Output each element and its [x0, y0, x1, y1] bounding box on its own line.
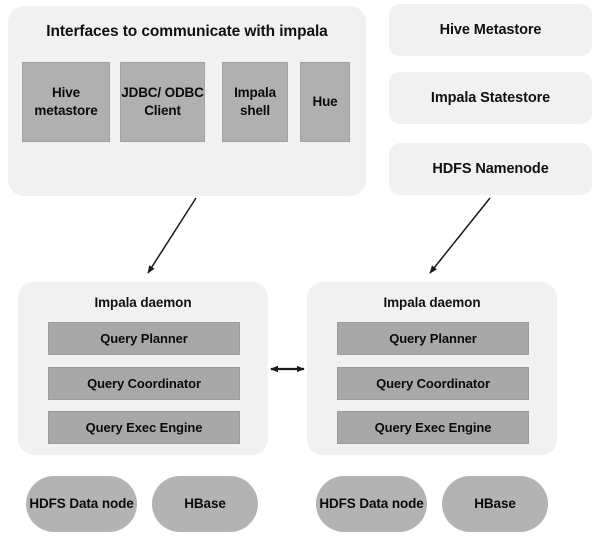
- daemon-right-query-coordinator[interactable]: Query Coordinator: [337, 367, 529, 400]
- service-box-hive-metastore[interactable]: Hive Metastore: [389, 4, 592, 56]
- daemon-component-label: Query Exec Engine: [85, 420, 203, 435]
- daemon-component-label: Query Coordinator: [376, 376, 490, 391]
- impala-daemon-title: Impala daemon: [383, 295, 481, 310]
- daemon-left-query-exec-engine[interactable]: Query Exec Engine: [48, 411, 240, 444]
- interface-box-label: Hive metastore: [34, 85, 98, 118]
- interface-box-hive-metastore[interactable]: Hive metastore: [22, 62, 110, 142]
- interface-box-label: Impala shell: [234, 85, 276, 118]
- daemon-component-label: Query Coordinator: [87, 376, 201, 391]
- interface-box-jdbc-odbc-client[interactable]: JDBC/ ODBC Client: [120, 62, 205, 142]
- daemon-component-label: Query Exec Engine: [374, 420, 492, 435]
- storage-node-label: HBase: [474, 496, 516, 512]
- storage-node-label: HBase: [184, 496, 226, 512]
- service-box-hdfs-namenode[interactable]: HDFS Namenode: [389, 143, 592, 195]
- daemon-component-label: Query Planner: [100, 331, 188, 346]
- impala-daemon-title: Impala daemon: [94, 295, 192, 310]
- daemon-right-query-planner[interactable]: Query Planner: [337, 322, 529, 355]
- interfaces-panel-title: Interfaces to communicate with impala: [46, 23, 328, 40]
- interface-box-impala-shell[interactable]: Impala shell: [222, 62, 288, 142]
- service-box-impala-statestore[interactable]: Impala Statestore: [389, 72, 592, 124]
- service-box-label: Impala Statestore: [430, 90, 551, 106]
- arrow-namenode-to-right-daemon: [429, 197, 491, 274]
- storage-node-label: HDFS Data node: [29, 496, 134, 512]
- storage-node-hbase-left[interactable]: HBase: [152, 476, 258, 532]
- storage-node-hdfs-data-node-right[interactable]: HDFS Data node: [316, 476, 427, 532]
- service-box-label: HDFS Namenode: [432, 161, 549, 177]
- interface-box-label: JDBC/ ODBC Client: [121, 85, 204, 118]
- interface-box-hue[interactable]: Hue: [300, 62, 350, 142]
- storage-node-hbase-right[interactable]: HBase: [442, 476, 548, 532]
- daemon-component-label: Query Planner: [389, 331, 477, 346]
- service-box-label: Hive Metastore: [439, 22, 542, 38]
- interface-box-label: Hue: [312, 94, 338, 110]
- daemon-left-query-planner[interactable]: Query Planner: [48, 322, 240, 355]
- daemon-left-query-coordinator[interactable]: Query Coordinator: [48, 367, 240, 400]
- daemon-right-query-exec-engine[interactable]: Query Exec Engine: [337, 411, 529, 444]
- storage-node-label: HDFS Data node: [319, 496, 424, 512]
- arrow-interfaces-to-left-daemon: [147, 197, 197, 274]
- storage-node-hdfs-data-node-left[interactable]: HDFS Data node: [26, 476, 137, 532]
